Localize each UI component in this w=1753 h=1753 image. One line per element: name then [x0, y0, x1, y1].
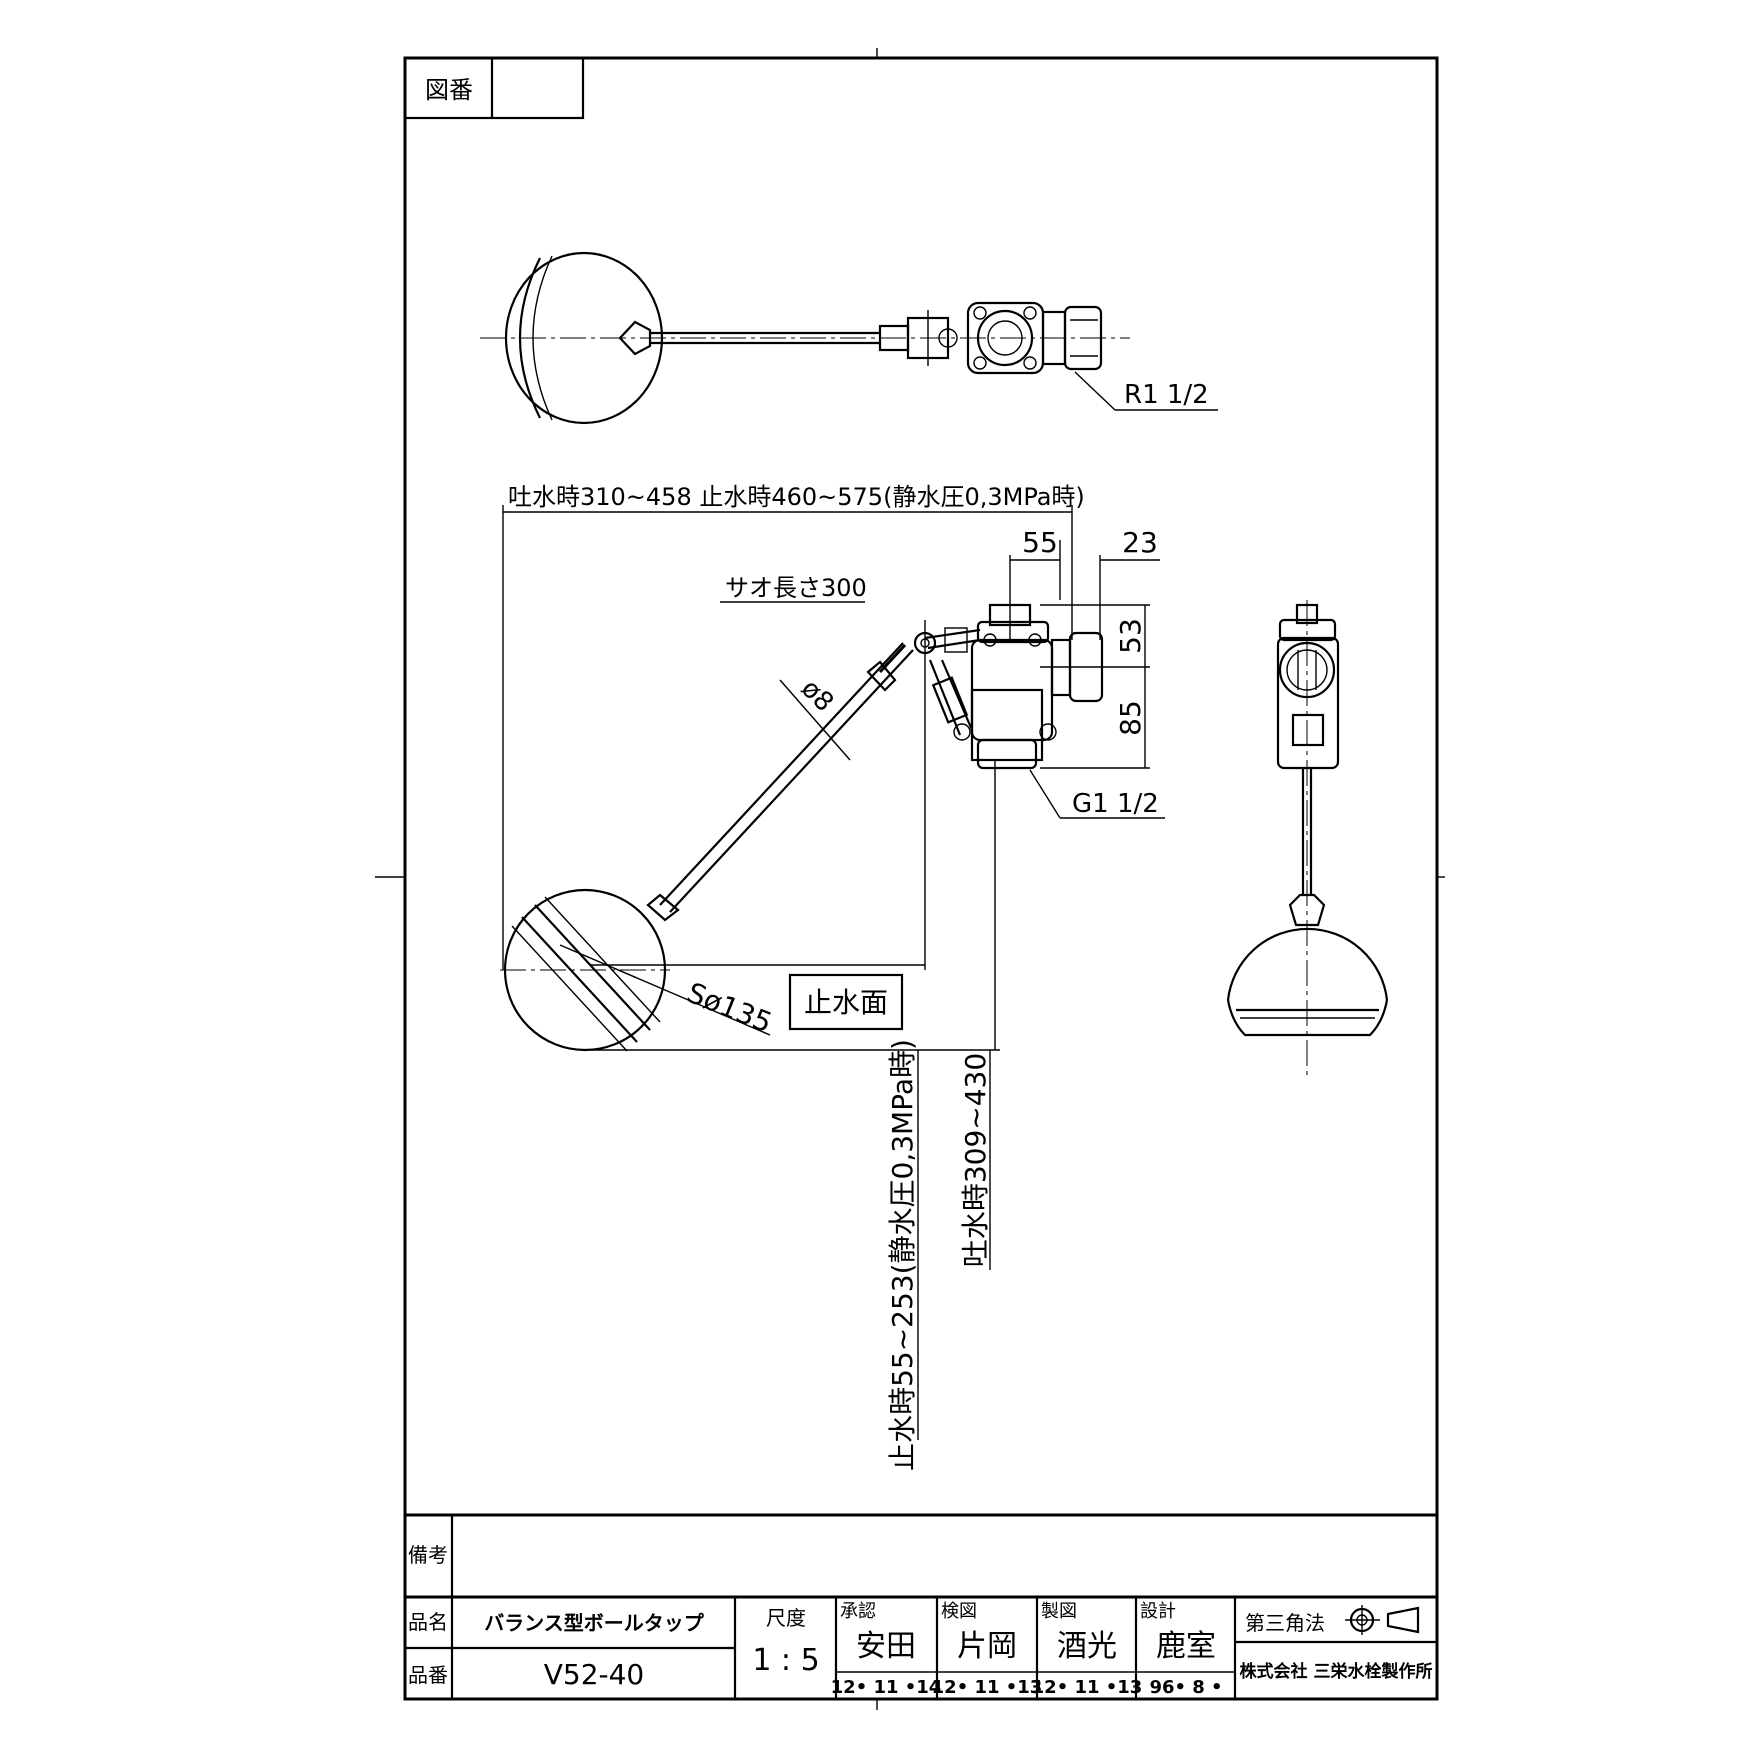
top-view-rod-clamp	[618, 320, 652, 356]
approval-date: 12• 11 •14	[831, 1677, 942, 1698]
ball-diameter-label: Sø135	[682, 976, 776, 1040]
draft-label: 製図	[1041, 1601, 1077, 1622]
design-name: 鹿室	[1156, 1629, 1216, 1664]
check-label: 検図	[941, 1601, 977, 1622]
check-date: 12• 11 •13	[932, 1677, 1043, 1698]
approval-label: 承認	[840, 1601, 876, 1622]
approval-name: 安田	[856, 1629, 916, 1664]
product-name-value: バランス型ボールタップ	[484, 1611, 705, 1635]
design-date: 96• 8 •	[1149, 1677, 1222, 1698]
water-stop-surface-box	[788, 973, 904, 1031]
side-view-float-ball	[1226, 927, 1389, 1001]
top-view: R1 1/2	[480, 251, 1218, 425]
float-rod	[646, 642, 914, 922]
check-name: 片岡	[957, 1629, 1017, 1664]
front-view: 吐水時310~458 止水時460~575(静水圧0,3MPa時) 55 23 …	[500, 483, 1165, 1471]
company-name: 株式会社 三栄水栓製作所	[1240, 1661, 1433, 1682]
title-block: 備考 品名 バランス型ボールタップ 品番 V52-40 尺度 1 : 5 承認 …	[405, 1513, 1437, 1699]
projection-label: 第三角法	[1245, 1611, 1325, 1635]
dim-23: 23	[1122, 526, 1158, 559]
drawing-number-label: 図番	[425, 76, 473, 104]
rod-diameter-label: ø8	[795, 674, 839, 718]
product-name-label: 品名	[408, 1610, 448, 1634]
top-view-float-ball	[504, 251, 664, 425]
lever-linkage	[913, 620, 996, 1050]
side-view	[1226, 600, 1389, 1075]
front-view-thread-label: G1 1/2	[1072, 789, 1159, 819]
design-label: 設計	[1140, 1601, 1176, 1622]
top-view-thread-label: R1 1/2	[1124, 380, 1209, 410]
valve-body	[970, 603, 1104, 770]
draft-date: 12• 11 •13	[1032, 1677, 1143, 1698]
product-number-label: 品番	[408, 1663, 448, 1687]
stop-height-label: 止水時55~253(静水圧0,3MPa時)	[886, 1039, 919, 1471]
discharge-height-label: 吐水時309~430	[959, 1053, 992, 1267]
third-angle-projection-icon	[1345, 1605, 1420, 1635]
water-stop-surface-label: 止水面	[804, 986, 888, 1019]
product-number-value: V52-40	[544, 1658, 645, 1691]
dim-85: 85	[1114, 700, 1147, 736]
float-ball	[500, 888, 670, 1052]
dim-55: 55	[1022, 526, 1058, 559]
scale-value: 1 : 5	[752, 1643, 819, 1678]
overall-length-label: 吐水時310~458 止水時460~575(静水圧0,3MPa時)	[508, 483, 1085, 511]
rod-length-label: サオ長さ300	[725, 574, 867, 602]
remarks-label: 備考	[408, 1543, 448, 1567]
draft-name: 酒光	[1057, 1629, 1117, 1664]
drawing-number-box: 図番	[403, 56, 585, 120]
dim-53: 53	[1114, 618, 1147, 654]
scale-label: 尺度	[766, 1606, 806, 1630]
sheet-frame	[375, 48, 1445, 1710]
